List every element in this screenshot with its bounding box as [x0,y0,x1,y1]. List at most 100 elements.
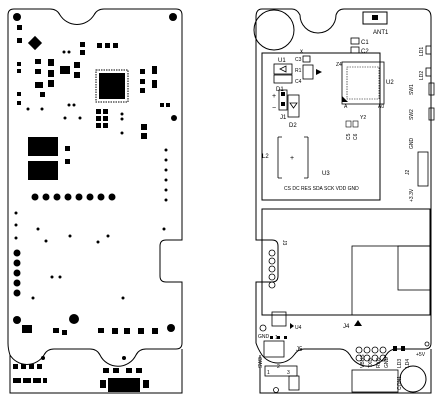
pad [100,380,106,388]
ld2-label: LD2 [419,71,425,80]
d1-footprint [273,74,293,84]
pad [401,346,405,351]
u3-pin-labels: CS DC RES SDA SCK VDD GND [284,186,359,192]
j1-pin [281,92,285,96]
c6-footprint [352,120,359,128]
pad [152,328,158,334]
pad [393,346,397,351]
sw2-label: SW2 [409,109,415,120]
pad [138,328,144,334]
pad [141,124,147,130]
j2-label: J2 [405,170,411,176]
left-board-bottom-tab [9,349,183,394]
pad [98,328,104,333]
num-3: 3 [287,370,290,376]
pad [80,50,85,55]
ld1-footprint [425,45,432,55]
l2-label: L2 [262,154,269,160]
u1-footprint [273,63,293,75]
pad [113,43,118,48]
pad [60,66,70,74]
c5-footprint [345,120,352,128]
arrow-mark [316,69,322,75]
u2-body [346,66,380,100]
j5-footprint [263,340,285,358]
con1-label: CON1 [397,376,403,390]
antenna-pad [372,15,378,20]
left-board-outline [7,8,183,367]
pin1-mark [342,96,348,102]
y2-label: Y2 [360,115,366,121]
ant1-label: ANT1 [373,30,389,36]
j5-pins [270,336,287,339]
pad [96,123,101,128]
pad [80,42,85,47]
mount-hole [171,115,177,121]
mount-hole [167,324,175,332]
gnd-label-bottom: GND [384,357,390,369]
pad [160,103,164,107]
right-board-outline [255,8,432,367]
u4-pin-mark [290,323,294,329]
z4-label: Z4 [336,62,342,68]
pad [17,25,22,30]
c3-label: C3 [295,57,302,63]
large-pad [28,137,58,156]
pad [23,378,31,383]
mount-hole [253,9,295,51]
j4-connector [351,245,431,316]
pad [13,378,21,383]
l2-outline [277,136,309,179]
ld4-label: LD4 [405,359,411,368]
pad [37,364,42,369]
pad [124,328,130,334]
round-pad [41,356,45,360]
txd-label: TXD [368,358,374,368]
j5-label: J5 [296,347,303,353]
ld1-label: LD1 [419,47,425,56]
num-1: 1 [267,370,270,376]
u4-footprint [271,311,287,327]
c3-footprint [302,55,311,63]
pad [112,328,118,334]
a0-label: A0 [378,104,384,110]
right-board-bottom-tab [259,349,432,394]
c6-label: C6 [353,133,359,140]
rxd-label: RXD [376,357,382,368]
dot-grid [23,326,31,328]
minus-sign: − [272,105,276,112]
u1-label: U1 [278,58,286,64]
via-dots [14,50,168,300]
pad [62,330,67,335]
pad [74,72,80,78]
v33-label: +3.3V [409,188,415,202]
v5-label: +5V [416,352,426,358]
pad [21,364,26,369]
ld3-label: LD3 [397,359,403,368]
j4-pin1-mark [354,320,362,326]
plus-sign: + [272,93,276,100]
j3-label: J3 [281,240,287,246]
pad [27,35,43,51]
sw3-footprint [264,365,298,377]
c5-label: C5 [346,133,352,140]
j1-pin [281,102,285,106]
pad [141,133,147,139]
large-pad [28,161,58,180]
pad [17,92,21,96]
d2-label: D2 [289,123,297,129]
pad [53,328,59,333]
pad [140,79,145,84]
pad [97,43,102,48]
gnd-label-left: GND [258,334,270,340]
ld2-footprint [425,67,432,77]
sw1-label: SW1 [409,84,415,95]
pad [105,43,110,48]
pad [152,80,157,88]
u2-footprint [341,61,385,105]
j4-label: J4 [343,324,350,330]
pad [96,109,101,114]
round-pad [122,356,126,360]
c4-label: C4 [295,79,302,85]
